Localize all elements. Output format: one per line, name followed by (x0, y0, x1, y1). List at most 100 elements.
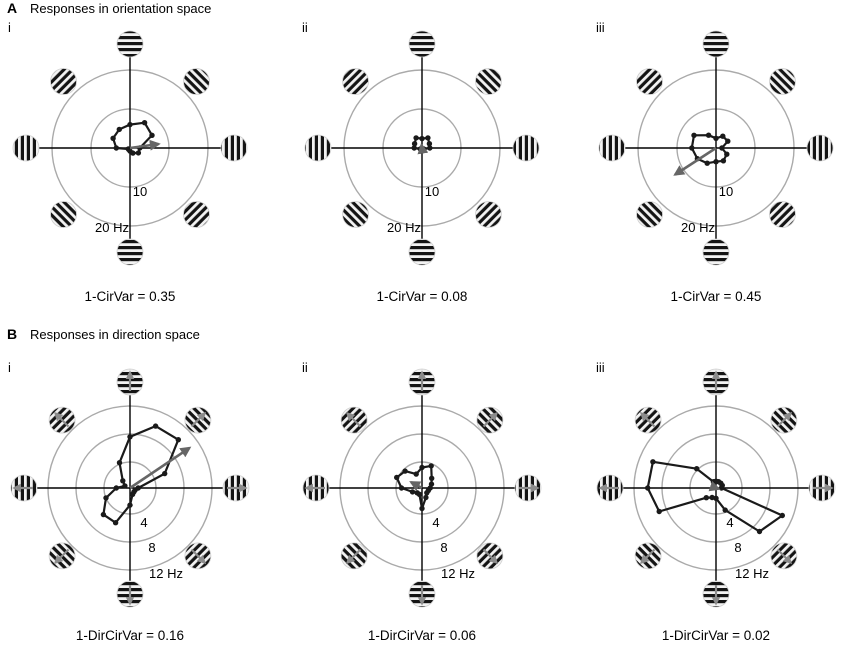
grating-disc (636, 68, 663, 95)
response-point (722, 507, 728, 513)
grating-stimulus-icon (340, 542, 368, 570)
grating-stimulus-icon (116, 580, 144, 608)
panel-label: ii (302, 360, 308, 375)
selectivity-index: 1-CirVar = 0.08 (377, 289, 468, 304)
panel-label: i (8, 20, 11, 35)
grating-disc (183, 68, 210, 95)
grating-stimulus-icon (634, 542, 662, 570)
grating-stimulus-icon (48, 406, 76, 434)
response-point (116, 126, 123, 133)
grating-stimulus-icon (769, 201, 796, 228)
grating-stimulus-icon (50, 201, 77, 228)
grating-disc (408, 30, 436, 58)
response-point (127, 121, 133, 128)
grating-stimulus-icon (340, 406, 368, 434)
ring-label: 10 (133, 184, 147, 199)
grating-disc (636, 201, 663, 228)
mean-vector-arrow (417, 142, 429, 155)
response-point (112, 520, 119, 526)
response-point (419, 505, 425, 512)
response-point (724, 151, 730, 157)
selectivity-index: 1-CirVar = 0.45 (671, 289, 762, 304)
response-point (113, 485, 120, 491)
response-point (127, 502, 133, 508)
response-point (409, 489, 416, 495)
response-point (779, 512, 785, 519)
grating-stimulus-icon (342, 201, 369, 228)
grating-stimulus-icon (475, 68, 502, 95)
grating-stimulus-icon (408, 30, 436, 58)
grating-stimulus-icon (408, 368, 436, 396)
response-point (423, 494, 429, 501)
grating-disc (50, 68, 77, 95)
ring-label: 10 (425, 184, 439, 199)
grating-stimulus-icon (48, 542, 76, 570)
response-point (398, 485, 405, 491)
response-point (710, 479, 717, 485)
grating-stimulus-icon (342, 68, 369, 95)
grating-disc (116, 238, 144, 266)
motion-direction-arrow-icon (53, 411, 70, 428)
response-point (704, 160, 710, 166)
section-b-title: Responses in direction space (30, 327, 200, 342)
grating-stimulus-icon (183, 68, 210, 95)
panel-label: iii (596, 20, 605, 35)
response-point (162, 470, 168, 477)
grating-disc (598, 134, 626, 162)
response-point (419, 464, 425, 471)
grating-stimulus-icon (304, 134, 332, 162)
motion-direction-arrow-icon (482, 548, 499, 565)
response-point (152, 423, 159, 429)
grating-disc (342, 201, 369, 228)
grating-stimulus-icon (116, 368, 144, 396)
grating-stimulus-icon (702, 30, 730, 58)
response-point (691, 132, 697, 138)
grating-stimulus-icon (806, 134, 834, 162)
ring-label: 20 Hz (387, 220, 421, 235)
grating-disc (183, 201, 210, 228)
grating-stimulus-icon (769, 68, 796, 95)
response-point (713, 495, 719, 501)
response-point (720, 158, 727, 164)
grating-disc (475, 201, 502, 228)
grating-stimulus-icon (408, 580, 436, 608)
grating-stimulus-icon (10, 474, 38, 502)
grating-stimulus-icon (770, 406, 798, 434)
ring-label: 4 (432, 515, 439, 530)
response-point (425, 135, 431, 141)
response-point (141, 120, 148, 126)
grating-stimulus-icon (702, 580, 730, 608)
grating-stimulus-icon (50, 68, 77, 95)
panel-label: ii (302, 20, 308, 35)
ring-label: 8 (440, 540, 447, 555)
motion-direction-arrow-icon (190, 548, 207, 565)
motion-direction-arrow-icon (776, 548, 793, 565)
motion-direction-arrow-icon (345, 411, 362, 428)
response-point (120, 478, 126, 484)
grating-stimulus-icon (408, 238, 436, 266)
ring-label: 20 Hz (95, 220, 129, 235)
response-point (720, 133, 726, 139)
response-point (719, 145, 725, 151)
motion-direction-arrow-icon (53, 548, 70, 565)
motion-direction-arrow-icon (345, 548, 362, 565)
grating-stimulus-icon (514, 474, 542, 502)
grating-stimulus-icon (116, 238, 144, 266)
grating-stimulus-icon (220, 134, 248, 162)
ring-label: 12 Hz (735, 566, 769, 581)
grating-stimulus-icon (636, 68, 663, 95)
response-point (394, 474, 400, 481)
response-point (427, 145, 433, 151)
response-point (402, 468, 408, 474)
grating-stimulus-icon (596, 474, 624, 502)
panel-label: iii (596, 360, 605, 375)
section-a-title: Responses in orientation space (30, 1, 211, 16)
grating-disc (220, 134, 248, 162)
response-point (413, 471, 419, 477)
response-point (703, 495, 709, 501)
response-point (650, 459, 656, 465)
ring-label: 8 (148, 540, 155, 555)
motion-direction-arrow-icon (190, 411, 207, 428)
